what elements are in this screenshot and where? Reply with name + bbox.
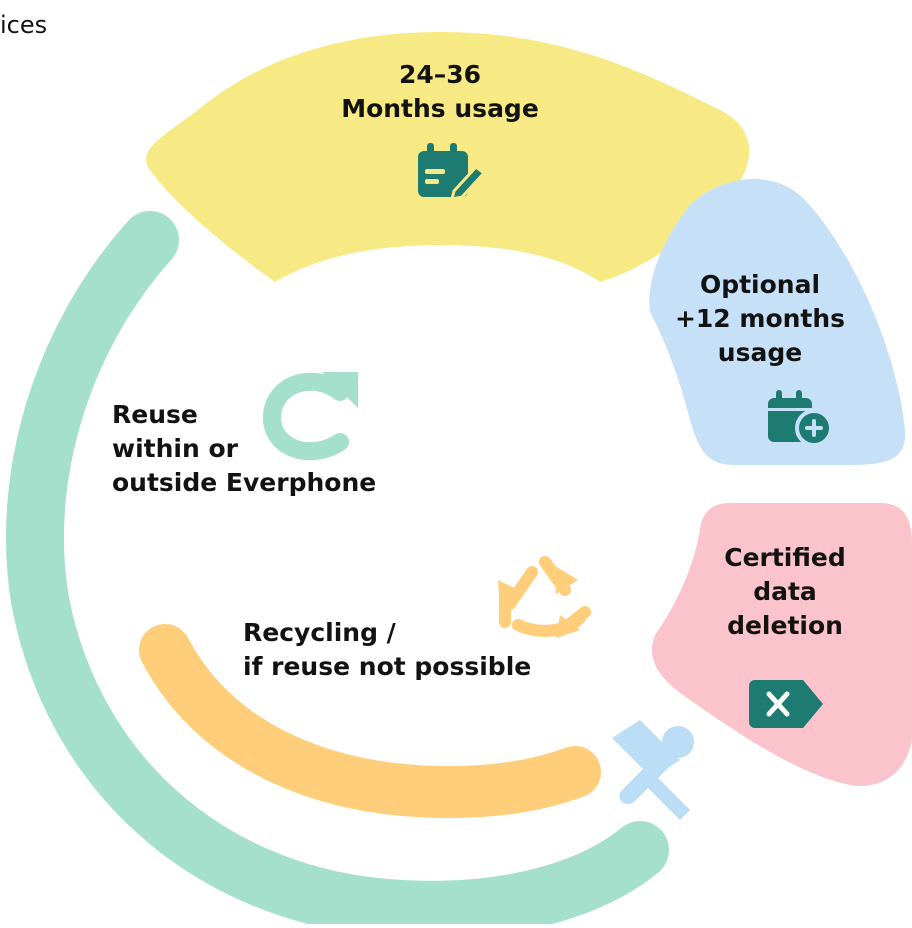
recycling-arc	[139, 624, 601, 819]
deletion-line-2: data	[753, 577, 817, 606]
optional-line-2: +12 months	[674, 304, 846, 333]
deletion-line-1: Certified	[724, 543, 846, 572]
optional-line-1: Optional	[699, 270, 821, 299]
recycle-icon	[499, 556, 591, 637]
calendar-plus-icon	[768, 390, 833, 447]
recycling-label: Recycling / if reuse not possible	[243, 616, 573, 684]
optional-segment	[649, 179, 906, 465]
recycling-line-1: Recycling /	[243, 618, 396, 647]
deletion-line-3: deletion	[727, 611, 843, 640]
delete-tag-icon	[749, 680, 823, 728]
calendar-edit-icon	[418, 143, 487, 201]
optional-line-3: usage	[717, 338, 803, 367]
recycling-line-2: if reuse not possible	[243, 652, 532, 681]
usage-label: 24–36 Months usage	[330, 58, 550, 126]
reuse-line-2: within or	[112, 434, 238, 463]
tools-icon	[612, 720, 694, 820]
deletion-label: Certified data deletion	[700, 541, 870, 643]
recycle-arrowheads	[498, 566, 580, 638]
optional-label: Optional +12 months usage	[660, 268, 860, 370]
reuse-line-1: Reuse	[112, 400, 198, 429]
reuse-arc	[6, 211, 669, 928]
reuse-label: Reuse within or outside Everphone	[112, 398, 422, 500]
deletion-segment	[651, 503, 912, 786]
refresh-icon	[263, 372, 358, 461]
usage-line-1: 24–36	[398, 60, 482, 89]
reuse-line-3: outside Everphone	[112, 468, 377, 497]
usage-line-2: Months usage	[341, 94, 539, 123]
cut-off-title: ices	[0, 11, 48, 39]
